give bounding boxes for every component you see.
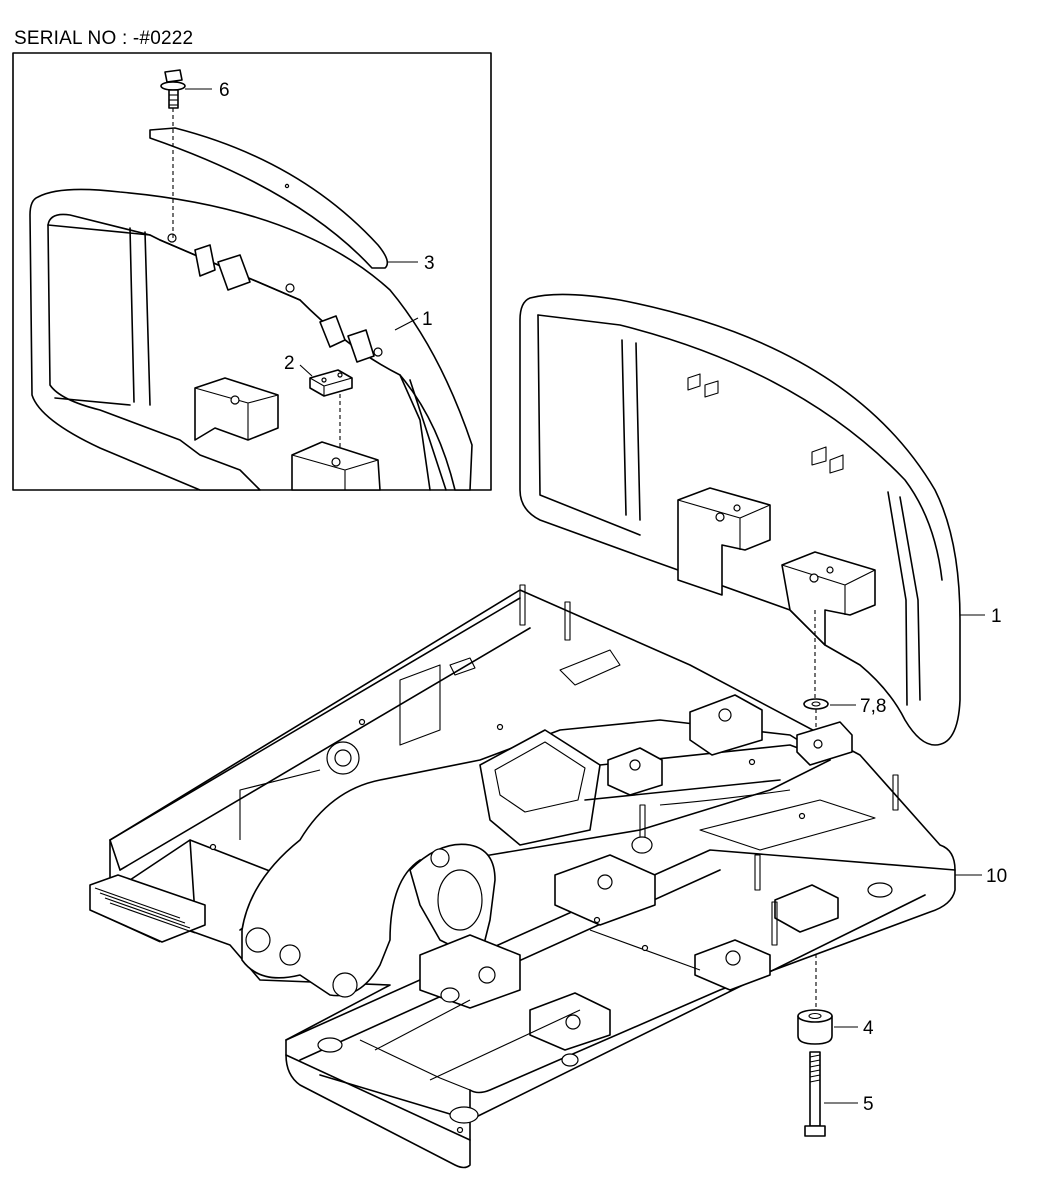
upper-frame: [89, 584, 956, 1169]
inset-cover-plate: [149, 127, 389, 269]
callout-leaders: [185, 88, 985, 1104]
callout-2: 2: [284, 353, 295, 374]
callout-3: 3: [424, 253, 435, 274]
inset-bolt-6: [160, 69, 186, 238]
callout-5: 5: [863, 1094, 874, 1115]
inset-counterweight: [29, 188, 473, 491]
callout-6: 6: [219, 80, 230, 101]
inset-shim-2: [309, 369, 353, 450]
serial-number-label: SERIAL NO : -#0222: [14, 28, 194, 49]
bushing-4: [797, 1009, 833, 1045]
callout-7-8: 7,8: [860, 696, 886, 717]
callout-4: 4: [863, 1018, 874, 1039]
bolt-5: [804, 1051, 826, 1137]
callout-1-inset: 1: [422, 309, 433, 330]
main-counterweight: [519, 293, 961, 746]
callout-1-main: 1: [991, 606, 1002, 627]
callout-10: 10: [986, 866, 1007, 887]
